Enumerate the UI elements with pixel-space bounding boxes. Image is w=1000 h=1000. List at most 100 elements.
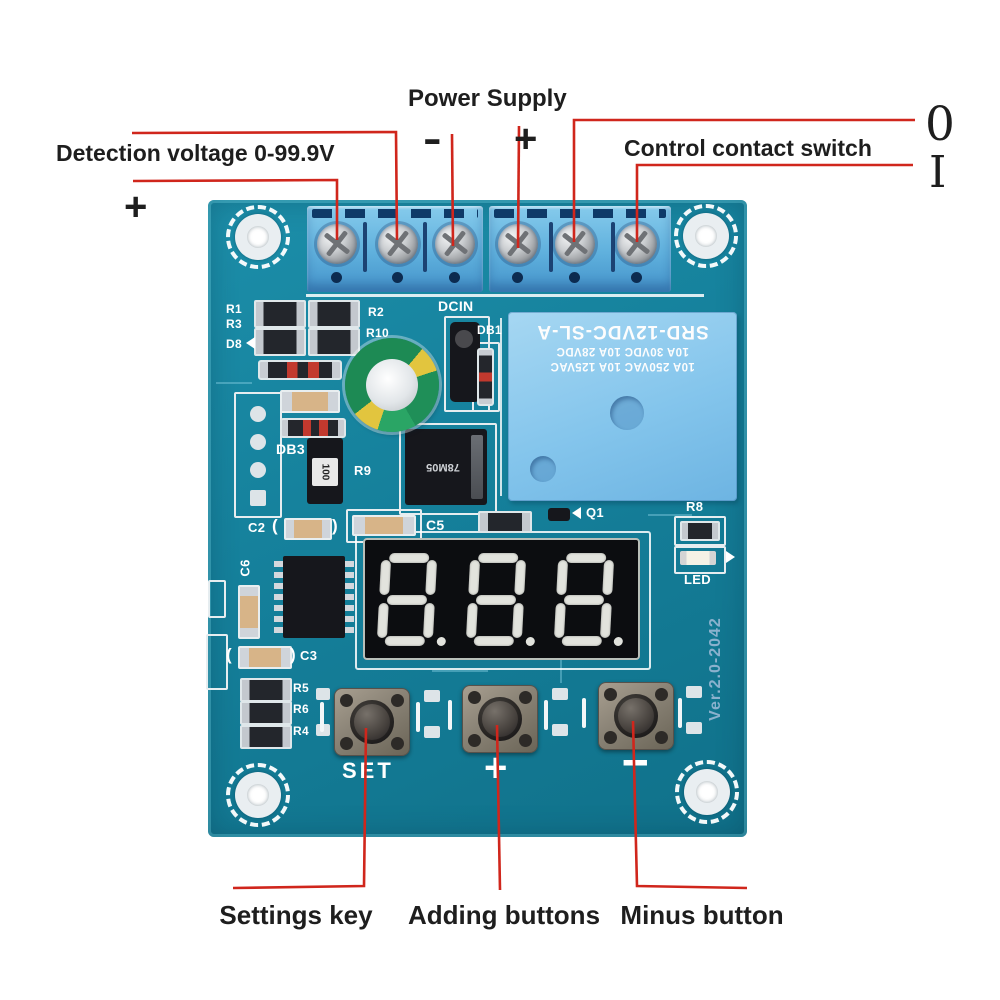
- decimal-point: [436, 636, 447, 646]
- terminal-screw-contact-1: [617, 224, 657, 264]
- silkscreen-d8: D8: [226, 337, 242, 351]
- soic-ic: [274, 556, 354, 638]
- smd-resistor: [240, 701, 292, 725]
- silkscreen-arrow-icon: [572, 507, 581, 519]
- segment: [477, 552, 518, 563]
- segment: [563, 594, 605, 605]
- silkscreen-r9: R9: [354, 463, 372, 478]
- segment: [425, 559, 438, 595]
- display-digit: [553, 552, 627, 646]
- header-pin: [250, 406, 266, 422]
- contact-off-label: 0: [925, 97, 955, 152]
- hole-center: [247, 226, 269, 248]
- diode: [280, 418, 346, 438]
- display-digit: [376, 552, 450, 646]
- silkscreen-r4: R4: [293, 724, 309, 738]
- hole-center: [247, 784, 269, 806]
- silkscreen-arrow-icon: [246, 337, 255, 349]
- solder-pad: [424, 726, 440, 738]
- smd-resistor: [680, 521, 720, 541]
- terminal-pin-hole: [569, 272, 580, 283]
- electrolytic-capacitor: [345, 338, 439, 432]
- segment: [384, 635, 426, 646]
- segment: [473, 635, 514, 646]
- terminal-divider: [363, 222, 367, 272]
- silkscreen-line: [500, 318, 502, 496]
- silkscreen-bracket: [544, 700, 548, 730]
- silkscreen-r2: R2: [368, 305, 384, 319]
- silkscreen-r10: R10: [366, 326, 389, 340]
- segment: [602, 559, 615, 595]
- terminal-slots: [312, 209, 478, 218]
- relay-rating-dc: 10A 30VDC 10A 28VDC: [556, 345, 689, 357]
- solder-pad: [552, 688, 568, 700]
- smd-resistor: [308, 300, 360, 328]
- mounting-hole: [226, 763, 290, 827]
- silkscreen-paren: ): [332, 516, 338, 535]
- segment: [465, 602, 478, 638]
- segment: [379, 559, 392, 595]
- silkscreen-paren: ): [290, 645, 296, 664]
- silkscreen-led: LED: [684, 572, 711, 587]
- terminal-screw-power-minus: [435, 224, 475, 264]
- led-component: [680, 551, 716, 565]
- adding-buttons-label: Adding buttons: [407, 900, 601, 930]
- inductor-marking: 100: [319, 463, 331, 481]
- ceramic-capacitor: [238, 646, 292, 669]
- segment: [553, 602, 566, 638]
- settings-key-label: Settings key: [219, 900, 373, 930]
- silkscreen-minus: -: [620, 733, 652, 785]
- solder-pad: [424, 690, 440, 702]
- diode: [258, 360, 342, 380]
- solder-pad-outline: [208, 580, 226, 618]
- detection-voltage-label: Detection voltage 0-99.9V: [56, 140, 335, 166]
- silkscreen-r6: R6: [293, 702, 309, 716]
- terminal-screw-detect-minus: [378, 224, 418, 264]
- button-plunger: [350, 700, 394, 744]
- silkscreen-arrow-icon: [726, 551, 735, 563]
- power-supply-label: Power Supply: [408, 85, 567, 112]
- header-pin: [250, 434, 266, 450]
- silkscreen-q1: Q1: [586, 505, 604, 520]
- control-contact-label: Control contact switch: [624, 135, 872, 161]
- terminal-screw-detect-plus: [317, 224, 357, 264]
- silkscreen-c2: C2: [248, 520, 266, 535]
- segment: [388, 552, 430, 563]
- set-button: [334, 688, 410, 756]
- silkscreen-c3: C3: [300, 648, 318, 663]
- silkscreen-bracket: [678, 698, 682, 728]
- display-digit: [465, 552, 538, 646]
- solder-pad: [686, 722, 702, 734]
- terminal-divider: [549, 222, 553, 272]
- ic-pins: [345, 561, 354, 633]
- silkscreen-c5: C5: [426, 517, 445, 533]
- r8-outline: [674, 516, 726, 546]
- relay: 10A 250VAC 10A 125VAC 10A 30VDC 10A 28VD…: [508, 312, 737, 501]
- silkscreen-r8: R8: [686, 499, 704, 514]
- transistor-highlight: [455, 330, 473, 348]
- ceramic-capacitor: [280, 390, 340, 413]
- segment: [565, 552, 607, 563]
- solder-pad-outline: [206, 634, 228, 690]
- plus-button: [462, 685, 538, 753]
- terminal-screw-contact-0: [555, 224, 595, 264]
- ceramic-capacitor: [352, 515, 416, 536]
- contact-on-label: I: [929, 147, 947, 198]
- ic-pins: [274, 561, 283, 633]
- terminal-pin-hole: [512, 272, 523, 283]
- silkscreen-r5: R5: [293, 681, 309, 695]
- terminal-screw-power-plus: [498, 224, 538, 264]
- seven-segment-display: [363, 538, 640, 660]
- silkscreen-r3: R3: [226, 317, 242, 331]
- terminal-pin-hole: [331, 272, 342, 283]
- smd-resistor: [240, 725, 292, 749]
- smd-resistor: [240, 678, 292, 702]
- minus-button: [598, 682, 674, 750]
- relay-model: SRD-12VDC-SL-A: [536, 321, 709, 342]
- segment: [467, 559, 480, 595]
- header-pin: [250, 462, 266, 478]
- mounting-hole: [674, 204, 738, 268]
- solder-pad: [552, 724, 568, 736]
- button-plunger: [614, 694, 658, 738]
- led-outline: [674, 546, 726, 574]
